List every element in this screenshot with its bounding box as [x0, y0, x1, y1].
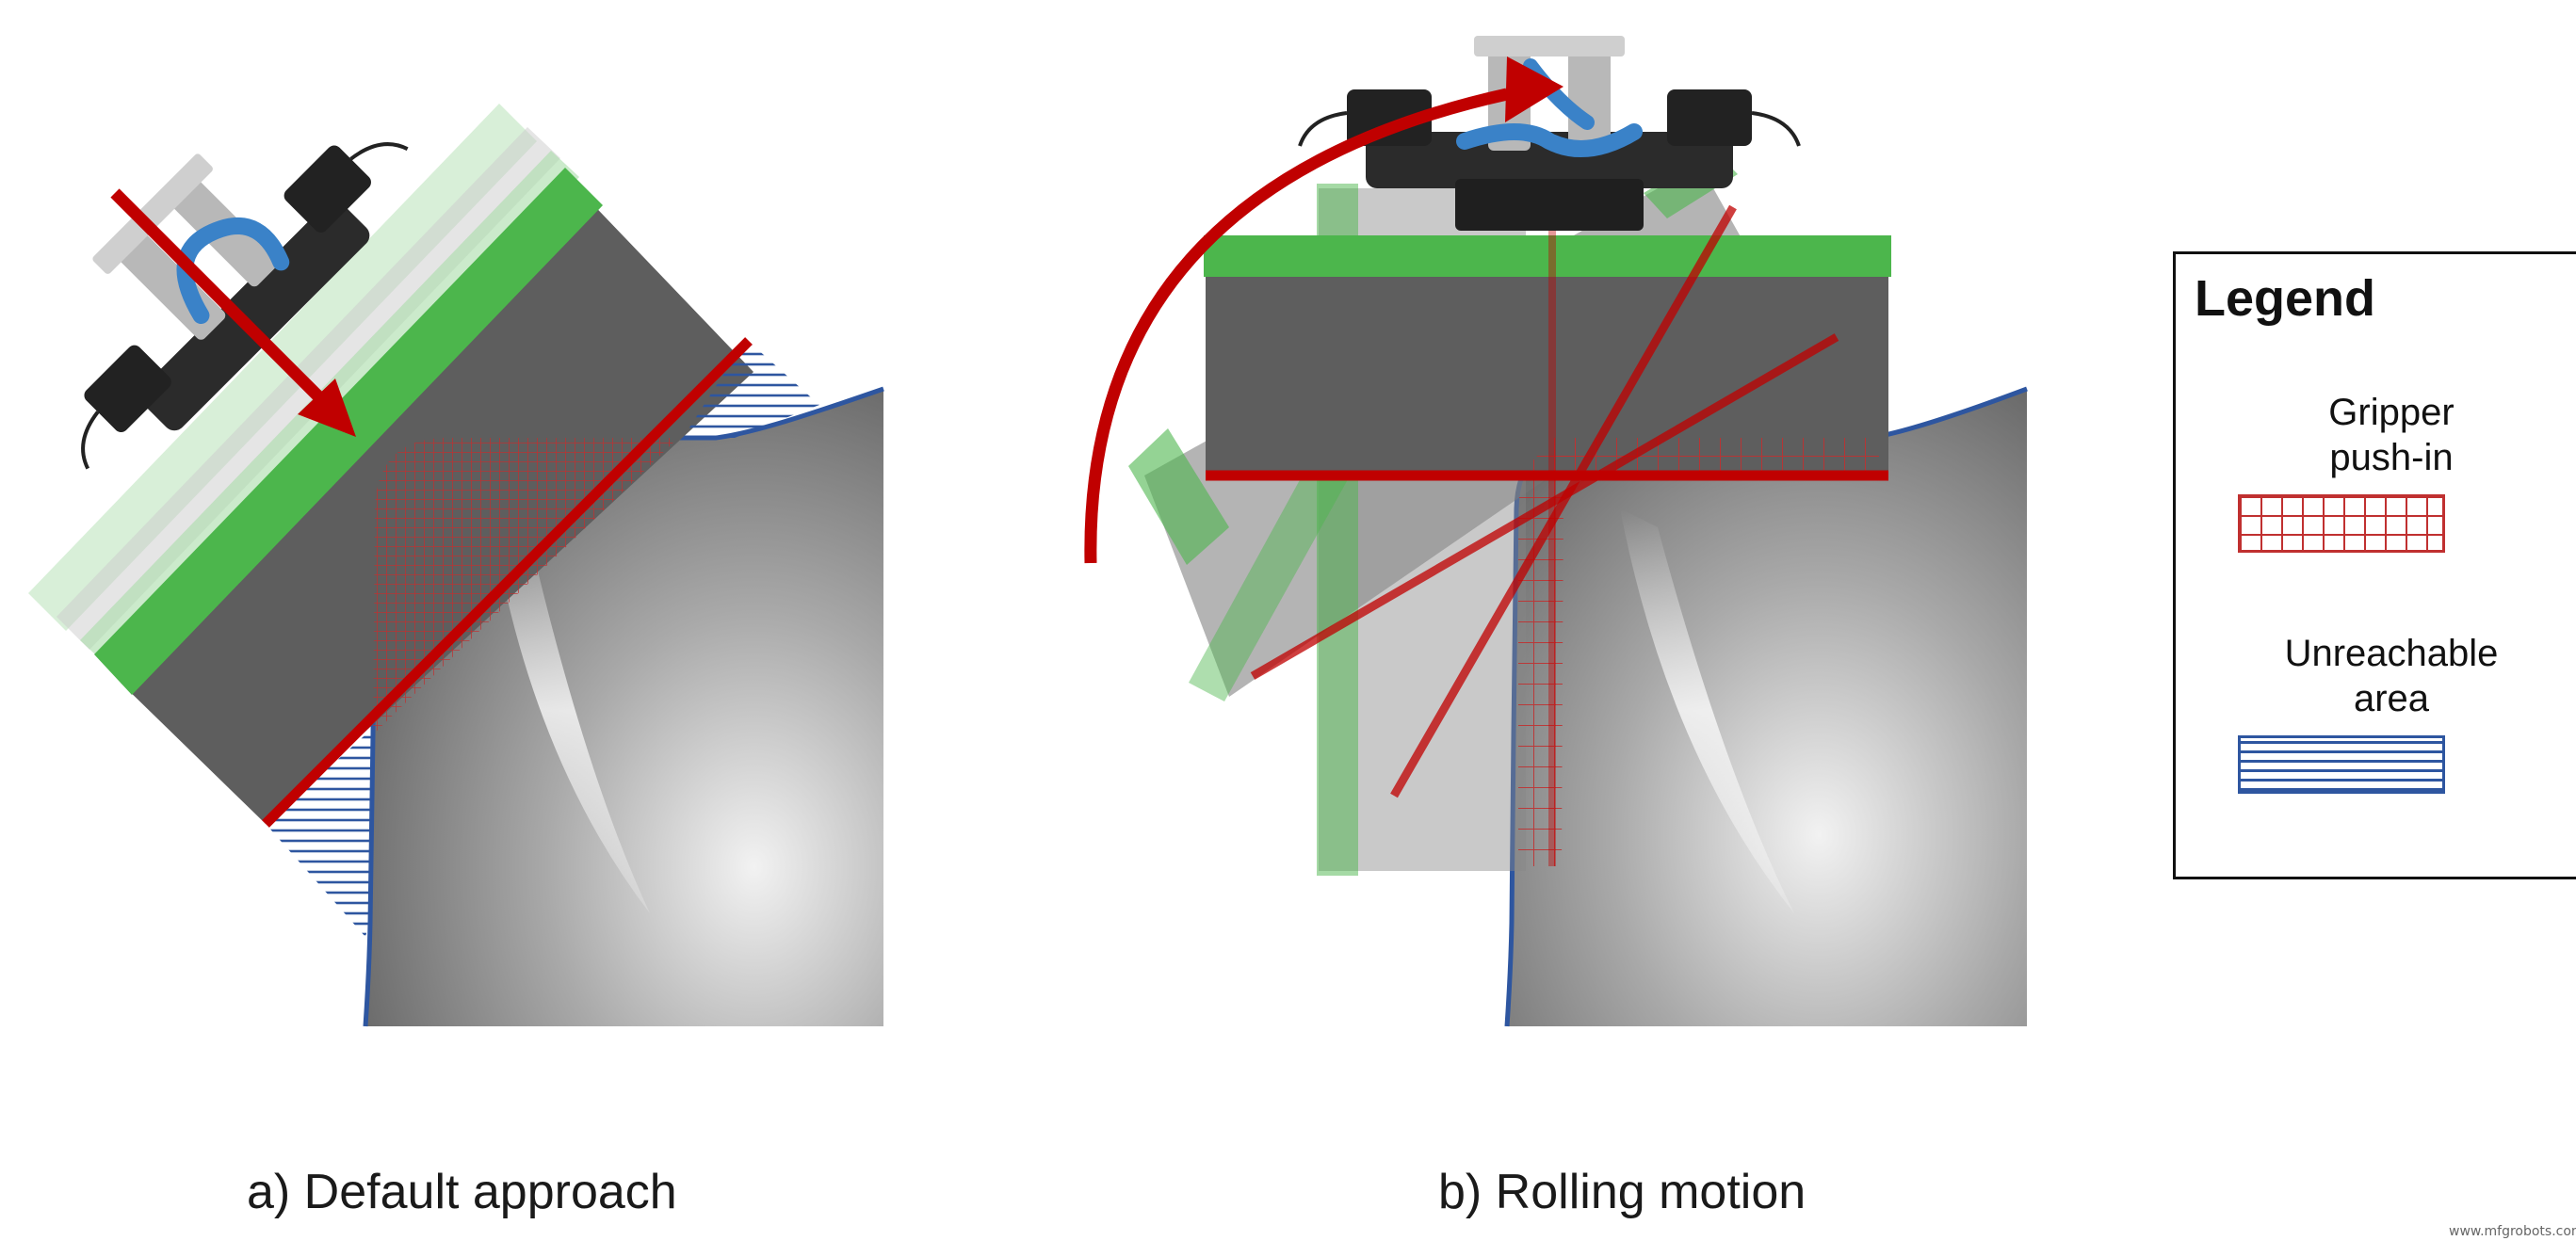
- panel-b-highlight-streak: [1620, 508, 1794, 913]
- panel-a-default-approach: [28, 104, 884, 1027]
- panel-a-unreachable-top: [683, 339, 819, 438]
- panel-a-unreachable-bottom: [266, 730, 371, 937]
- arrow-down-right-icon: [110, 188, 356, 437]
- legend-swatch-red-grid: [2238, 494, 2445, 553]
- legend-label-unreachable-area: Unreachable area: [2176, 631, 2576, 721]
- legend-label-line: push-in: [2329, 437, 2454, 478]
- legend-label-line: Gripper: [2328, 392, 2454, 433]
- caption-rolling-motion: b) Rolling motion: [1438, 1165, 1806, 1219]
- panel-b-cut-line-ghost-2: [1390, 204, 1737, 798]
- legend-label-line: Unreachable: [2284, 633, 2499, 674]
- panel-a-gripper: [81, 142, 409, 470]
- legend-title: Legend: [2195, 270, 2376, 327]
- panel-b-ghost-pad-rotated: [1128, 428, 1229, 565]
- legend-swatch-blue-lines: [2238, 735, 2445, 794]
- panel-a-highlight-streak: [490, 508, 650, 913]
- panel-b-green-pad: [1204, 235, 1891, 277]
- panel-a-push-in-area: [373, 438, 678, 734]
- caption-default-approach: a) Default approach: [247, 1165, 677, 1219]
- panel-a-cut-line: [262, 337, 753, 828]
- panel-b-rolling-motion: [1084, 36, 2028, 1027]
- curved-arrow-icon: [1084, 56, 1563, 564]
- legend-box: Legend Gripper push-in Unreachable area: [2173, 251, 2576, 879]
- watermark-text: www.mfgrobots.com: [2449, 1224, 2576, 1239]
- legend-label-line: area: [2353, 678, 2430, 719]
- legend-label-gripper-push-in: Gripper push-in: [2176, 390, 2576, 480]
- panel-b-cut-line-ghost-1: [1250, 333, 1839, 680]
